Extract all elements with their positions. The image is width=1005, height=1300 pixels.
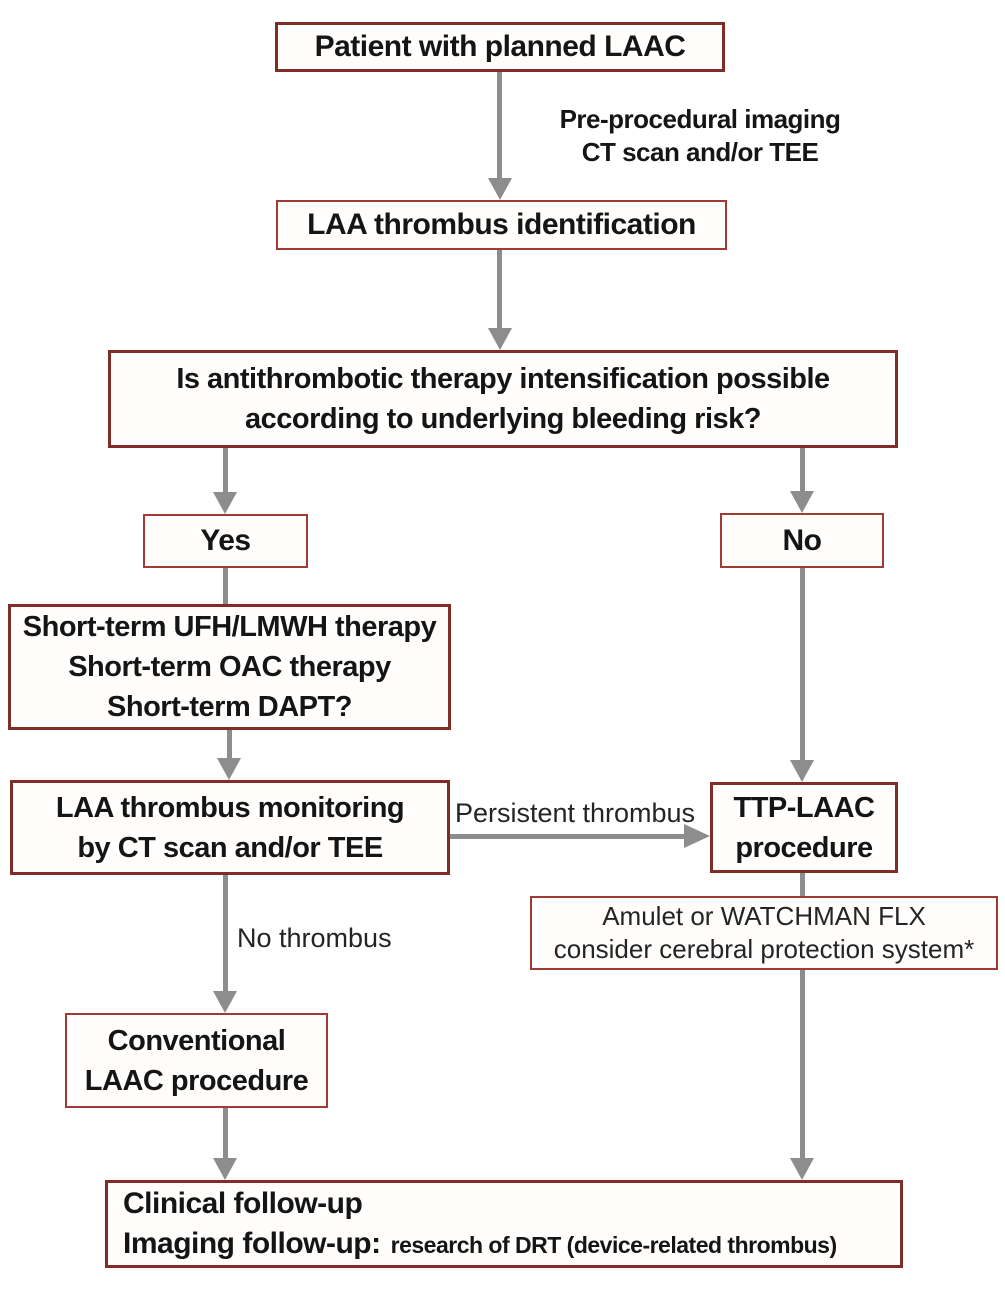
node-monitoring: LAA thrombus monitoring by CT scan and/o… (10, 780, 450, 875)
device-choice-line1: Amulet or WATCHMAN FLX (602, 901, 926, 931)
device-choice-line2: consider cerebral protection system* (553, 934, 975, 964)
node-no: No (720, 513, 884, 568)
node-identification-label: LAA thrombus identification (307, 208, 696, 241)
connector-question-yes (223, 448, 228, 492)
node-patient: Patient with planned LAAC (275, 22, 725, 72)
follow-up-line2-lead: Imaging follow-up: (123, 1227, 381, 1260)
persistent-thrombus-label: Persistent thrombus (454, 798, 696, 828)
connector-ttp-followup (800, 873, 805, 1158)
monitoring-line2: by CT scan and/or TEE (77, 831, 383, 864)
conventional-line2: LAAC procedure (84, 1064, 309, 1097)
edge-label-preprocedural: Pre-procedural imaging CT scan and/or TE… (540, 103, 860, 169)
edge-label-no-thrombus: No thrombus (237, 923, 437, 954)
arrowhead-shortterm-monitoring (217, 758, 241, 780)
arrowhead-conventional-followup (213, 1158, 237, 1180)
ttp-laac-line2: procedure (735, 831, 873, 864)
arrowhead-patient-identification (488, 178, 512, 200)
connector-no-ttp (800, 568, 805, 760)
node-patient-label: Patient with planned LAAC (314, 30, 686, 63)
short-term-line3: Short-term DAPT? (107, 691, 352, 723)
conventional-line1: Conventional (107, 1024, 286, 1057)
node-follow-up: Clinical follow-up Imaging follow-up: re… (105, 1180, 903, 1268)
node-conventional-laac: Conventional LAAC procedure (65, 1013, 328, 1108)
arrowhead-monitoring-ttp (684, 824, 710, 848)
monitoring-line1: LAA thrombus monitoring (55, 791, 405, 824)
node-question-line2: according to underlying bleeding risk? (245, 403, 761, 435)
node-question-line1: Is antithrombotic therapy intensificatio… (176, 363, 830, 395)
node-identification: LAA thrombus identification (276, 200, 727, 250)
connector-patient-identification (497, 72, 502, 180)
node-no-label: No (782, 523, 823, 557)
ttp-laac-line1: TTP-LAAC (733, 791, 875, 824)
node-question: Is antithrombotic therapy intensificatio… (108, 350, 898, 448)
follow-up-line1: Clinical follow-up (123, 1187, 363, 1220)
connector-monitoring-ttp (450, 834, 684, 839)
connector-monitoring-conventional (223, 875, 228, 991)
preprocedural-label-line2: CT scan and/or TEE (581, 137, 819, 167)
connector-conventional-followup (223, 1108, 228, 1158)
arrowhead-question-yes (213, 492, 237, 514)
connector-yes-shortterm (223, 568, 228, 604)
arrowhead-no-ttp (790, 760, 814, 782)
node-yes-label: Yes (200, 524, 251, 557)
node-short-term-therapy: Short-term UFH/LMWH therapy Short-term O… (8, 604, 451, 730)
connector-identification-question (497, 250, 502, 328)
node-yes: Yes (143, 514, 308, 568)
connector-shortterm-monitoring (227, 730, 232, 758)
follow-up-line2: Imaging follow-up: research of DRT (devi… (123, 1224, 837, 1264)
node-ttp-laac: TTP-LAAC procedure (710, 782, 898, 873)
arrowhead-monitoring-conventional (213, 991, 237, 1013)
short-term-line2: Short-term OAC therapy (68, 651, 391, 683)
preprocedural-label-line1: Pre-procedural imaging (559, 104, 841, 134)
edge-label-persistent-thrombus: Persistent thrombus (450, 798, 700, 829)
no-thrombus-label: No thrombus (237, 923, 392, 953)
arrowhead-question-no (790, 491, 814, 513)
node-device-choice: Amulet or WATCHMAN FLX consider cerebral… (530, 896, 998, 970)
arrowhead-ttp-followup (790, 1158, 814, 1180)
follow-up-line2-detail: research of DRT (device-related thrombus… (390, 1232, 838, 1258)
connector-question-no (800, 448, 805, 491)
short-term-line1: Short-term UFH/LMWH therapy (22, 611, 437, 643)
arrowhead-identification-question (488, 328, 512, 350)
